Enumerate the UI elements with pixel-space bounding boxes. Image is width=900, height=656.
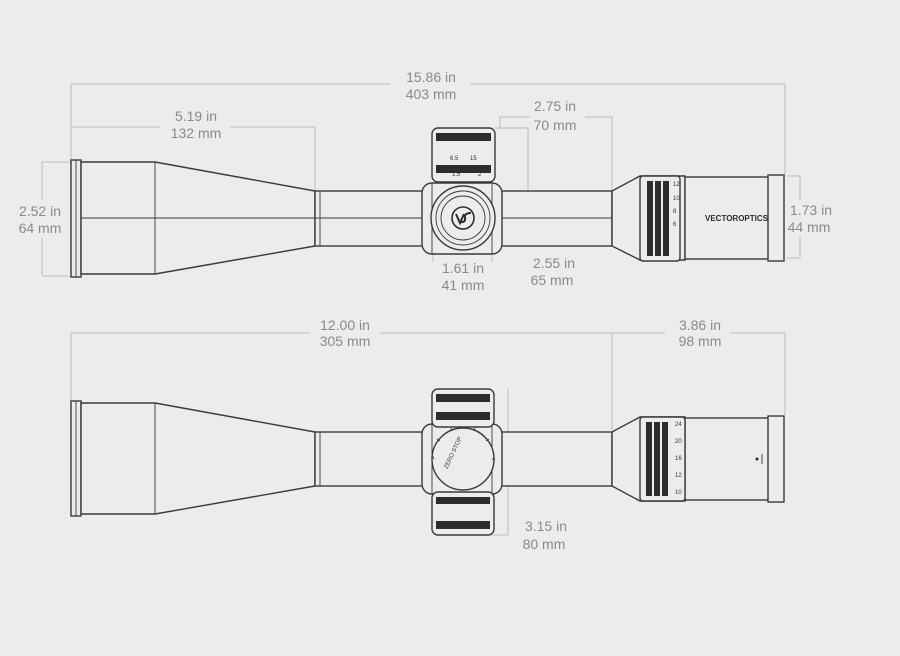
dimension-body-length: 12.00 in 305 mm [70, 317, 613, 430]
turret-span-in: 3.15 in [525, 518, 567, 534]
dimension-turret-span: 3.15 in 80 mm [490, 389, 567, 552]
parallax-mark-2: 15 [470, 156, 477, 162]
vector-optics-logo-icon [451, 206, 475, 230]
top-magnification-marks: 12 10 8 6 [673, 182, 680, 228]
objective-diameter-in: 2.52 in [19, 203, 61, 219]
objective-section-mm: 132 mm [171, 125, 222, 141]
dimension-eyepiece-diameter: 1.73 in 44 mm [787, 175, 832, 259]
body-length-in: 12.00 in [320, 317, 370, 333]
parallax-mark-3: 1.5 [452, 172, 461, 178]
mag-mark-8: 8 [673, 209, 677, 215]
dimension-eyepiece-length: 3.86 in 98 mm [612, 317, 786, 415]
side-upper-turret[interactable] [431, 388, 495, 428]
top-magnification-grip [647, 181, 669, 256]
side-lower-turret[interactable] [431, 491, 495, 536]
parallax-mark-4: 2 [478, 172, 482, 178]
side-mag-mark-16: 16 [675, 456, 682, 462]
side-magnification-marks: 24 20 16 12 10 [675, 422, 682, 496]
body-length-mm: 305 mm [320, 333, 371, 349]
turret-offset-in: 2.75 in [534, 98, 576, 114]
mag-mark-6: 6 [673, 222, 677, 228]
turret-height-mm: 65 mm [531, 272, 574, 288]
mag-mark-12: 12 [673, 182, 680, 188]
dimension-turret-width: 1.61 in 41 mm [432, 250, 493, 293]
top-elevation-turret[interactable]: 6.5 15 1.5 2 [431, 127, 496, 183]
objective-diameter-mm: 64 mm [19, 220, 62, 236]
top-magnification-ring[interactable]: 12 10 8 6 [639, 175, 681, 262]
eyepiece-diameter-mm: 44 mm [788, 219, 831, 235]
eyepiece-length-mm: 98 mm [679, 333, 722, 349]
turret-span-mm: 80 mm [523, 536, 566, 552]
brand-label: VECTOROPTICS [705, 214, 769, 223]
side-view: 12.00 in 305 mm 3.86 in 98 mm 3.15 in 80… [70, 317, 786, 552]
side-mag-mark-20: 20 [675, 439, 682, 445]
turret-width-in: 1.61 in [442, 260, 484, 276]
parallax-mark-1: 6.5 [450, 156, 459, 162]
side-magnification-grip [646, 422, 668, 496]
turret-width-mm: 41 mm [442, 277, 485, 293]
side-focus-dial[interactable]: ZERO STOP [431, 427, 495, 491]
objective-section-in: 5.19 in [175, 108, 217, 124]
turret-height-in: 2.55 in [533, 255, 575, 271]
side-mag-mark-24: 24 [675, 422, 682, 428]
upper-turret-knurl [436, 394, 490, 420]
side-mag-mark-10: 10 [675, 490, 682, 496]
dimension-objective-diameter: 2.52 in 64 mm [19, 161, 70, 277]
eyepiece-diameter-in: 1.73 in [790, 202, 832, 218]
elevation-turret-knurl [436, 133, 491, 173]
eyepiece-length-in: 3.86 in [679, 317, 721, 333]
overall-length-in: 15.86 in [406, 69, 456, 85]
side-mag-mark-12: 12 [675, 473, 682, 479]
top-windage-turret[interactable] [430, 185, 496, 251]
turret-offset-mm: 70 mm [534, 117, 577, 133]
dimension-objective-section: 5.19 in 132 mm [71, 108, 316, 190]
side-magnification-ring[interactable]: 24 20 16 12 10 [639, 416, 686, 502]
top-view: 15.86 in 403 mm 5.19 in 132 mm 2.75 in 7… [19, 69, 832, 293]
dimension-overall-length: 15.86 in 403 mm [70, 69, 786, 175]
lower-turret-knurl [436, 497, 490, 529]
overall-length-mm: 403 mm [406, 86, 457, 102]
dimension-turret-offset: 2.75 in 70 mm [499, 98, 613, 190]
mag-mark-10: 10 [673, 196, 680, 202]
